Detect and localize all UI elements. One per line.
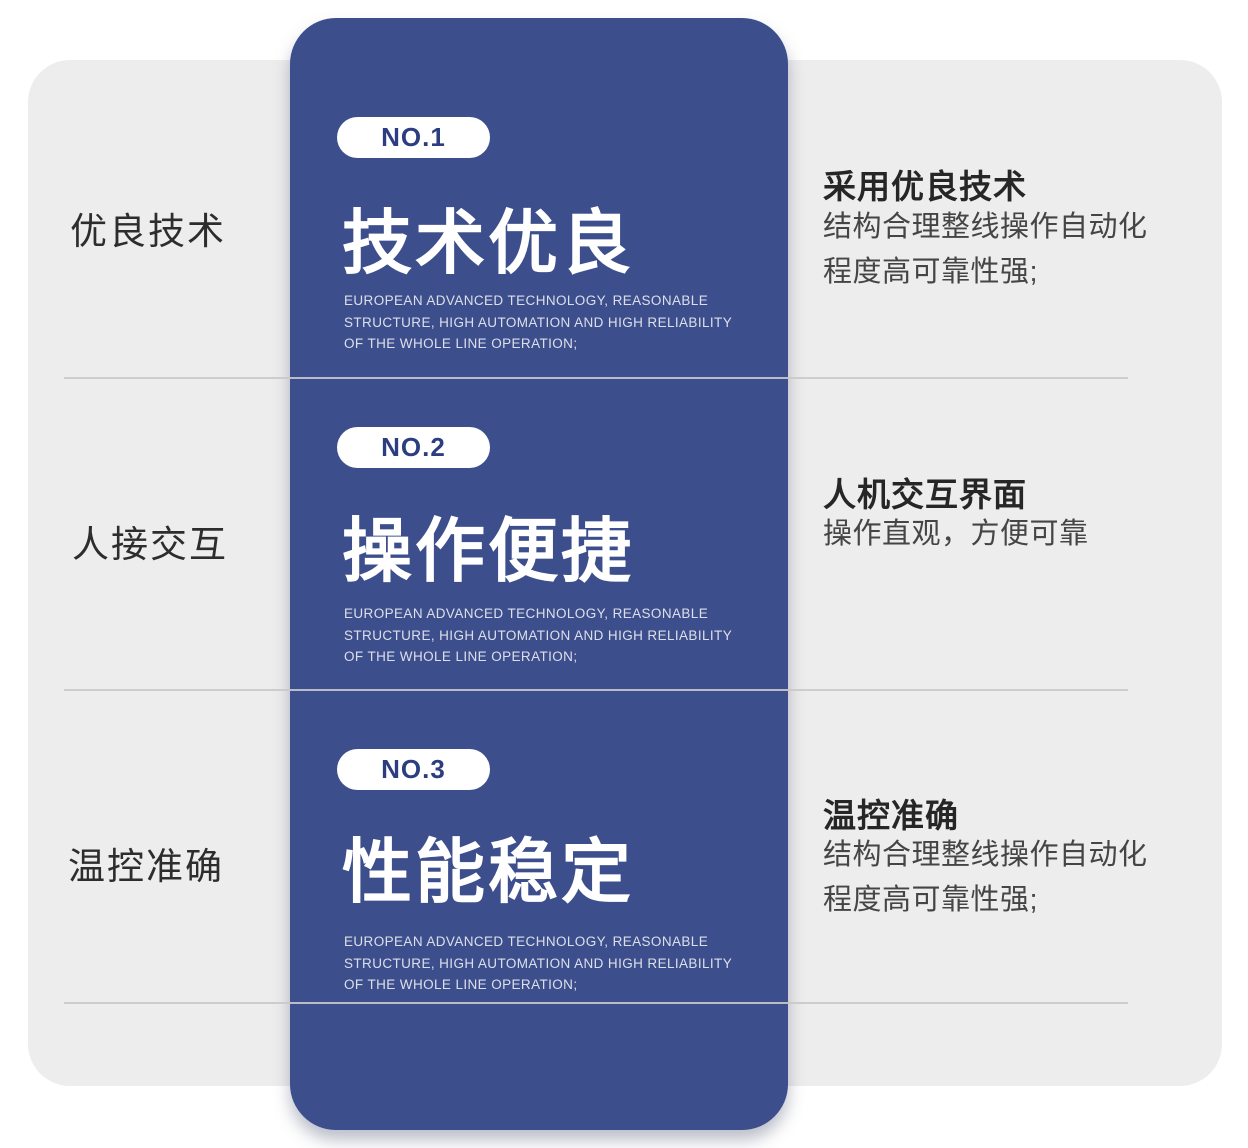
section-2-title: 操作便捷 [342, 512, 634, 590]
center-blue-card [290, 18, 788, 1130]
section-1-number-badge: NO.1 [337, 117, 490, 158]
section-3-right-title: 温控准确 [823, 797, 959, 834]
section-divider-1 [64, 377, 1128, 379]
section-1-right-title: 采用优良技术 [823, 168, 1027, 205]
section-2-subtitle-en: EUROPEAN ADVANCED TECHNOLOGY, REASONABLE… [344, 606, 733, 664]
section-2-right-body: 操作直观，方便可靠 [823, 518, 1089, 550]
section-2-left-label: 人接交互 [72, 524, 228, 565]
section-1-title: 技术优良 [342, 204, 634, 282]
section-3-right-body: 结构合理整线操作自动化 程度高可靠性强; [823, 839, 1148, 916]
section-3-title: 性能稳定 [342, 833, 634, 911]
section-3-number-badge: NO.3 [337, 749, 490, 790]
section-divider-3 [64, 1002, 1128, 1004]
section-3-left-label: 温控准确 [68, 846, 224, 887]
section-1-right-body: 结构合理整线操作自动化 程度高可靠性强; [823, 211, 1148, 288]
section-2-number-badge: NO.2 [337, 427, 490, 468]
section-divider-2 [64, 689, 1128, 691]
section-1-subtitle-en: EUROPEAN ADVANCED TECHNOLOGY, REASONABLE… [344, 293, 733, 351]
section-3-subtitle-en: EUROPEAN ADVANCED TECHNOLOGY, REASONABLE… [344, 934, 733, 992]
section-1-left-label: 优良技术 [70, 211, 226, 252]
section-2-right-title: 人机交互界面 [823, 476, 1027, 513]
